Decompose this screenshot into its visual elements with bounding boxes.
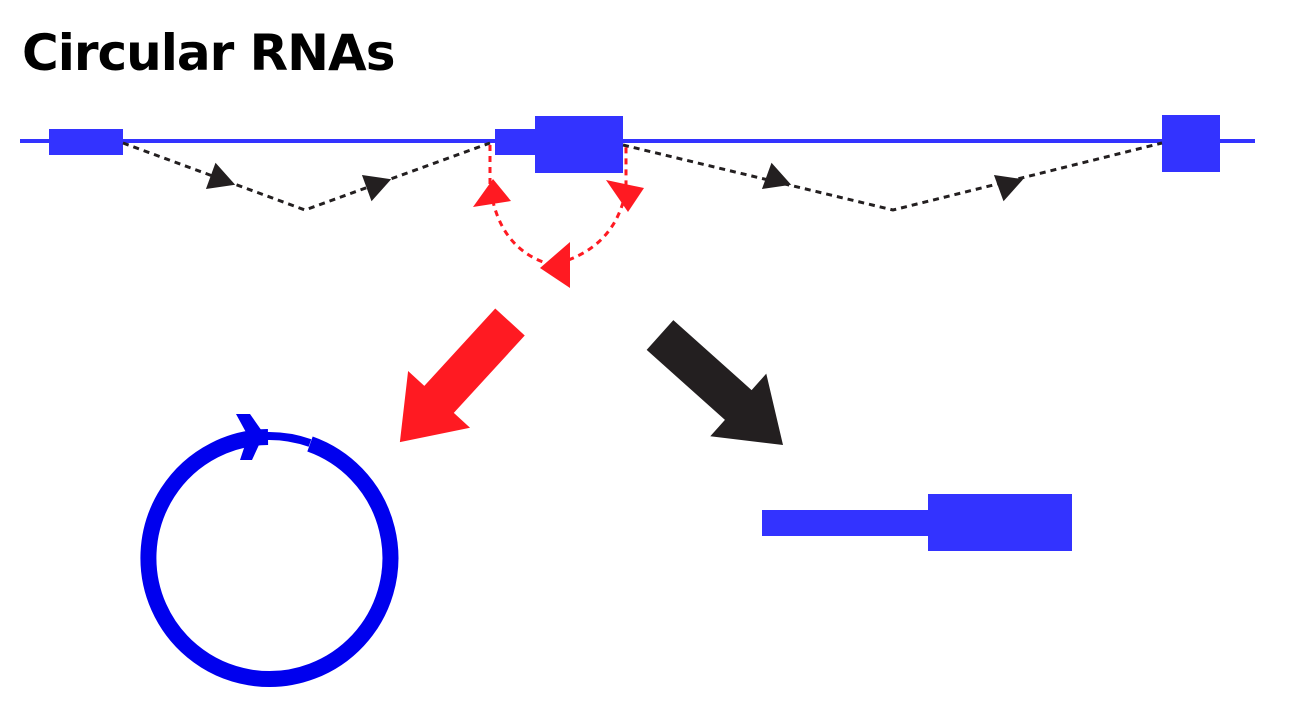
arrowhead-icon — [761, 162, 792, 190]
arrowhead-icon — [473, 179, 511, 207]
circular-rna-join — [265, 431, 312, 447]
exon-3 — [1162, 115, 1220, 172]
canonical-splice-left — [122, 141, 491, 212]
exon-2 — [535, 116, 623, 173]
linear-outcome-arrow — [646, 320, 784, 445]
diagram-title: Circular RNAs — [22, 24, 395, 82]
canonical-splice-right — [622, 141, 1163, 212]
linear-mrna-exon-1 — [762, 510, 930, 536]
exon-2-flank — [495, 129, 537, 155]
linear-mrna-exon-3 — [928, 494, 1072, 551]
arrowhead-icon — [205, 162, 236, 190]
exon-1 — [49, 129, 123, 155]
circrna-outcome-arrow — [399, 308, 525, 443]
arrowhead-icon — [606, 180, 644, 212]
arrowhead-icon — [540, 242, 570, 288]
circular-rna — [140, 429, 399, 687]
arrowhead-icon — [361, 174, 392, 202]
circular-rna-arrowhead-icon — [236, 414, 264, 460]
arrowhead-icon — [993, 174, 1024, 202]
